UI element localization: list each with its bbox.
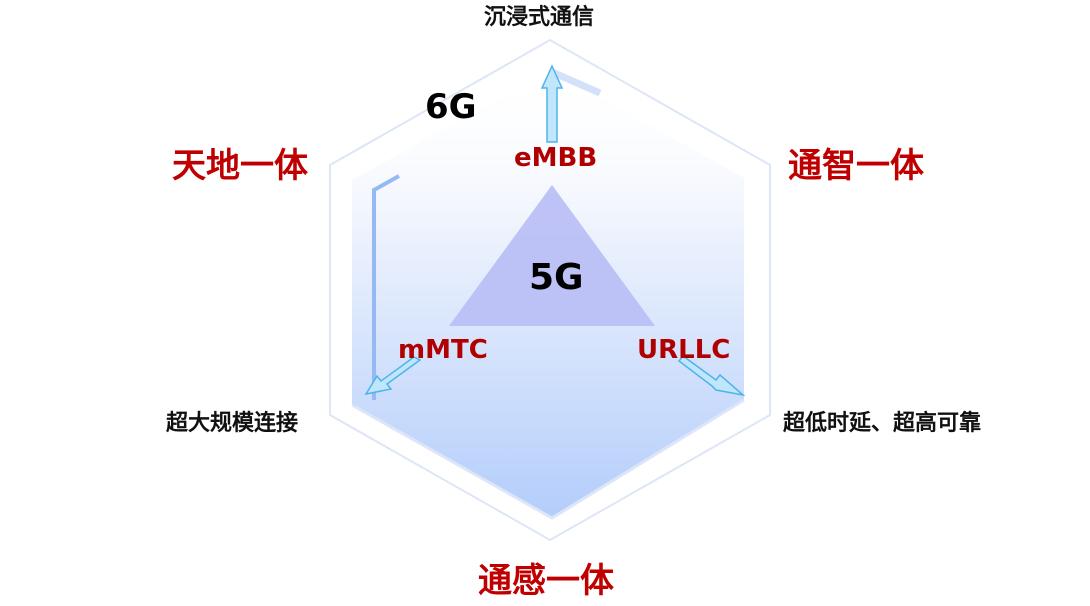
communication-sensing-integration-label: 通感一体 (478, 561, 614, 601)
hexagon-highlight-left (372, 174, 400, 400)
immersive-communication-label: 沉浸式通信 (484, 5, 595, 30)
space-ground-integration-label: 天地一体 (172, 146, 308, 186)
five-g-label: 5G (529, 257, 584, 298)
six-g-label: 6G (425, 87, 477, 127)
hexagon-highlight-bottom (351, 398, 745, 520)
urllc-label: URLLC (637, 335, 731, 365)
massive-connectivity-label: 超大规模连接 (166, 411, 299, 436)
outer-hexagon (329, 38, 771, 542)
hexagon-highlight-top (550, 68, 602, 97)
mmtc-label: mMTC (398, 335, 488, 365)
low-latency-high-reliability-label: 超低时延、超高可靠 (783, 411, 982, 436)
arrow-down-left-icon (364, 356, 422, 396)
communication-intelligence-integration-label: 通智一体 (788, 146, 924, 186)
arrow-up-icon (540, 64, 564, 143)
embb-label: eMBB (514, 143, 598, 173)
five-g-triangle (449, 185, 655, 326)
arrow-down-right-icon (677, 354, 746, 397)
